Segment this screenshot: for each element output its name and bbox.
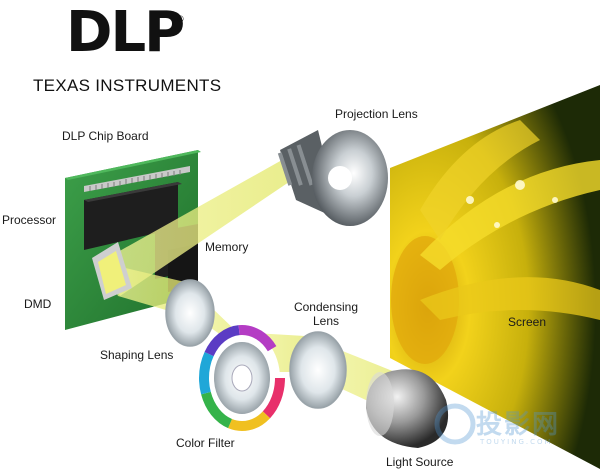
watermark-text: 投影网: [476, 410, 561, 440]
label-condensing-lens-line2: Lens: [312, 314, 340, 328]
label-condensing-lens: Condensing Lens: [286, 300, 366, 328]
label-chip-board: DLP Chip Board: [62, 129, 149, 143]
condensing-lens: [289, 331, 347, 409]
shaping-lens: [165, 279, 215, 347]
color-filter-wheel: [199, 325, 285, 431]
screen-image: [390, 85, 600, 469]
label-condensing-lens-line1: Condensing: [293, 300, 359, 314]
label-projection-lens: Projection Lens: [335, 107, 418, 121]
dlp-logo-mark: DLP: [66, 0, 185, 65]
watermark-icon: [434, 403, 476, 445]
label-color-filter: Color Filter: [176, 436, 235, 450]
projection-lens: [277, 130, 388, 226]
label-dmd: DMD: [24, 297, 52, 311]
label-processor: Processor: [2, 213, 57, 227]
label-light-source: Light Source: [386, 455, 454, 469]
label-memory: Memory: [205, 240, 249, 254]
dmd-chip: [92, 242, 132, 300]
registered-mark: ®: [177, 14, 184, 24]
light-source-bulb: [366, 369, 449, 448]
watermark-subtext: TOUYING.COM: [480, 438, 553, 446]
texas-instruments-wordmark: TEXAS INSTRUMENTS: [33, 76, 222, 95]
label-shaping-lens: Shaping Lens: [100, 348, 174, 362]
label-screen: Screen: [508, 315, 547, 329]
